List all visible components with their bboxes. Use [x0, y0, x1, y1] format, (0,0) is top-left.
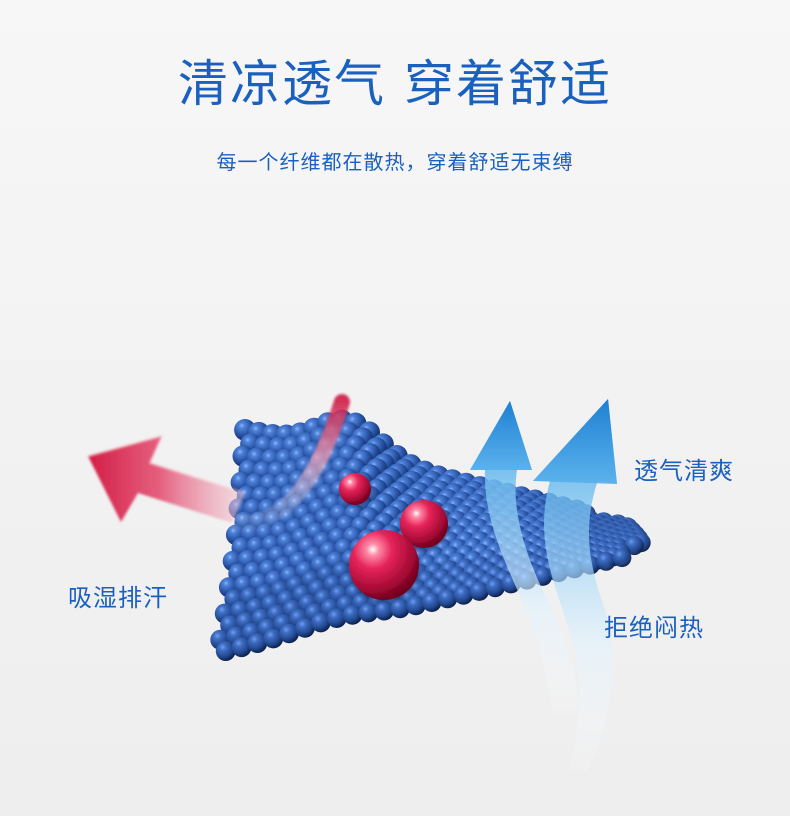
fabric-bead: [247, 633, 268, 653]
fabric-bead: [342, 605, 363, 625]
fabric-bead: [485, 578, 505, 598]
label-moisture-wicking: 吸湿排汗: [68, 584, 168, 612]
fabric-bead: [279, 623, 299, 644]
fabric-bead: [295, 618, 315, 638]
fabric-bead: [438, 589, 458, 609]
red-curved-arrow-icon: [87, 394, 350, 531]
fabric-bead: [326, 608, 347, 628]
fabric-bead: [311, 612, 331, 633]
fabric-bead: [374, 601, 394, 621]
fabric-bead: [358, 603, 379, 623]
fabric-bead: [406, 595, 426, 616]
fabric-bead: [231, 637, 252, 658]
page-title: 清凉透气 穿着舒适: [178, 55, 612, 113]
label-breathable: 透气清爽: [634, 457, 734, 485]
fabric-bead: [469, 581, 489, 601]
fabric-bead: [596, 552, 616, 571]
fabric-bead: [422, 592, 442, 612]
fabric-bead: [263, 628, 284, 649]
red-droplets: [339, 473, 448, 600]
fabric-bead: [612, 548, 632, 568]
page-subtitle: 每一个纤维都在散热，穿着舒适无束缚: [216, 150, 574, 174]
fabric-bead: [390, 598, 410, 619]
fabric-bead: [453, 585, 474, 605]
blue-upward-arrow-icon: [533, 399, 617, 772]
label-anti-stuffy: 拒绝闷热: [604, 614, 704, 642]
fabric-bead: [215, 641, 236, 661]
blue-upward-arrow-icon: [470, 401, 579, 716]
